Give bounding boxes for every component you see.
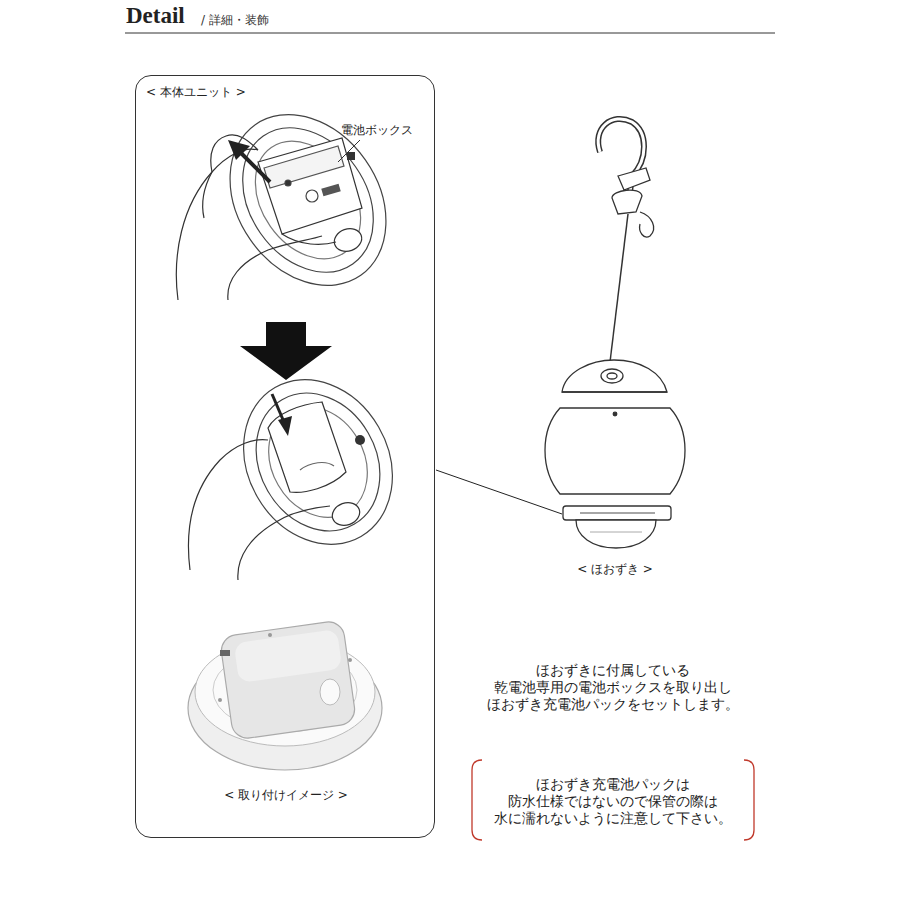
subtitle: / 詳細・装飾 [201,13,269,27]
note-bracket [744,760,754,840]
arrow-head [278,416,292,436]
header-rule [125,33,775,34]
callout-label: 電池ボックス [341,123,413,139]
direction-arrow [272,394,284,422]
installed-figure [188,620,382,770]
lantern-figure [545,119,685,548]
note-bracket [472,760,482,840]
caution-note: ほおずき充電池パックは 防水仕様ではないので保管の際は 水に濡れないように注意し… [468,776,758,826]
leader-line [436,470,562,514]
figure-caption: < ほおずき > [540,562,690,576]
image-caption: < 取り付けイメージ > [136,788,436,804]
big-arrow [240,322,332,380]
remove-box-figure [176,84,418,315]
insert-pack-figure [189,353,422,580]
instruction-text: ほおずきに付属している 乾電池専用の電池ボックスを取り出し ほおずき充電池パック… [468,662,758,712]
leader-line [338,140,360,162]
panel-heading: < 本体ユニット > [146,85,246,101]
direction-arrow [240,152,270,182]
page-title: Detail [126,3,185,29]
arrow-head [228,140,250,160]
panel-box: < 本体ユニット > 電池ボックス < 取り付けイメージ > [135,75,435,838]
